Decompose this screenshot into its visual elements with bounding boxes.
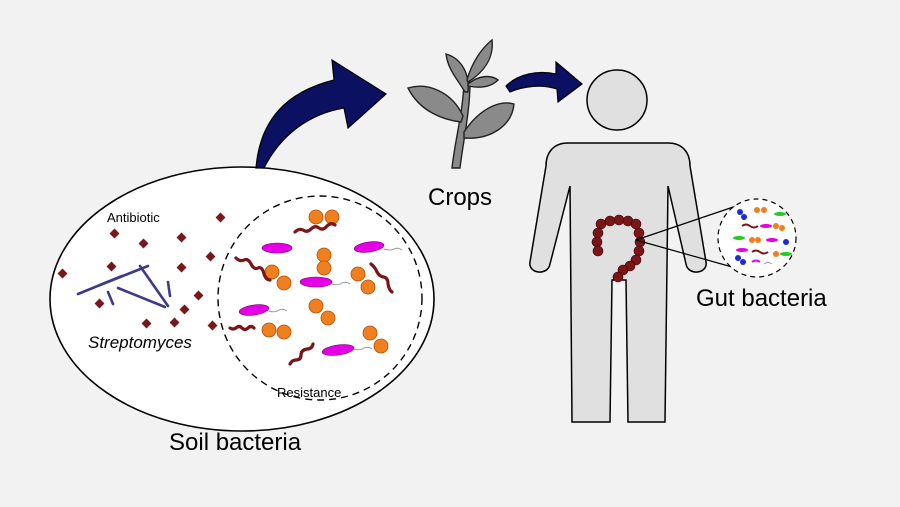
- cocci: [261, 209, 389, 354]
- resistance-circle: [217, 195, 423, 401]
- crops-to-human-arrow: [505, 60, 583, 104]
- resistance-label: Resistance: [277, 385, 341, 400]
- antibiotic-label: Antibiotic: [107, 210, 160, 225]
- streptomyces-rods: [76, 264, 172, 309]
- soil-to-crops-arrow: [255, 58, 387, 169]
- soil-bacteria-label: Soil bacteria: [169, 429, 302, 456]
- streptomyces-label: Streptomyces: [88, 333, 192, 352]
- spirochetes: [228, 222, 394, 366]
- gut-bacteria: [733, 207, 792, 265]
- gut-bacteria-label: Gut bacteria: [696, 285, 827, 312]
- intestine-icon: [591, 214, 646, 283]
- plant-icon: [407, 38, 515, 169]
- resistance-rods: [238, 241, 385, 356]
- crops-label: Crops: [428, 184, 492, 211]
- human-silhouette-icon: [529, 69, 707, 423]
- flagella: [268, 247, 403, 351]
